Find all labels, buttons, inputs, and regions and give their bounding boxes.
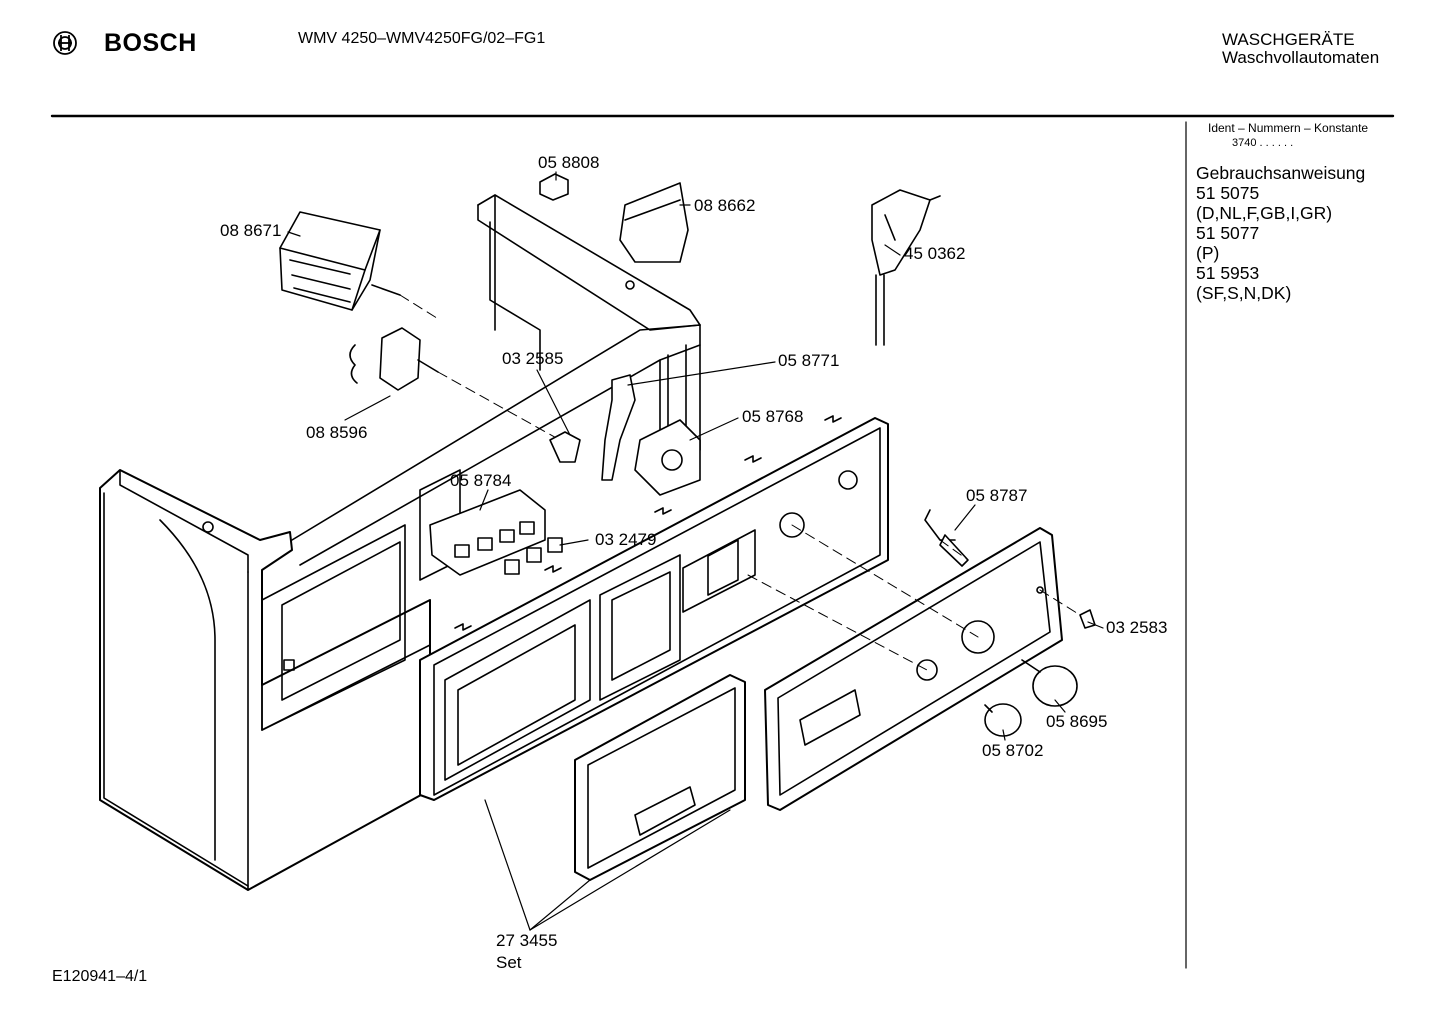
part-label: 05 8695 <box>1046 712 1108 731</box>
front-knobs <box>984 609 1096 737</box>
part-label: 05 8771 <box>778 351 840 370</box>
category-line-1: WASCHGERÄTE <box>1222 30 1355 49</box>
switch-block <box>619 182 689 263</box>
sidebar-line: (P) <box>1196 243 1220 263</box>
category-line-2: Waschvollautomaten <box>1222 48 1380 67</box>
mains-plug <box>871 189 941 346</box>
ident-heading: Ident – Nummern – Konstante <box>1208 121 1369 135</box>
fascia-panel <box>764 527 1063 811</box>
part-label: 27 3455 <box>496 931 558 950</box>
part-label: 45 0362 <box>904 244 966 263</box>
part-label: 05 8768 <box>742 407 804 426</box>
part-label: 03 2479 <box>595 530 657 549</box>
programme-timer <box>279 211 441 321</box>
front-panel-frame <box>419 415 889 801</box>
small-knob <box>539 173 569 201</box>
lever-assembly <box>549 374 701 496</box>
drawing-number: E120941–4/1 <box>52 968 148 985</box>
part-label: 05 8784 <box>450 471 512 490</box>
model-number: WMV 4250–WMV4250FG/02–FG1 <box>298 30 546 47</box>
part-label: 03 2583 <box>1106 618 1168 637</box>
part-label: 08 8662 <box>694 196 756 215</box>
part-label: 05 8808 <box>538 153 600 172</box>
sidebar-line: Gebrauchsanweisung <box>1196 163 1366 183</box>
brand-name: BOSCH <box>104 29 197 57</box>
electronic-module <box>429 489 563 576</box>
sidebar-line: 51 5077 <box>1196 223 1260 243</box>
part-label: 08 8596 <box>306 423 368 442</box>
part-label: 05 8702 <box>982 741 1044 760</box>
ident-value: 3740 . . . . . . <box>1232 137 1294 149</box>
temperature-selector <box>349 327 561 441</box>
part-label: 03 2585 <box>502 349 564 368</box>
sidebar-line: 51 5953 <box>1196 263 1260 283</box>
sidebar-line: (SF,S,N,DK) <box>1196 283 1292 303</box>
sidebar-line: 51 5075 <box>1196 183 1260 203</box>
bosch-logo <box>52 30 78 56</box>
indicator-lamp <box>924 509 969 567</box>
part-label: Set <box>496 953 522 972</box>
sidebar-line: (D,NL,F,GB,I,GR) <box>1196 203 1333 223</box>
part-label: 05 8787 <box>966 486 1028 505</box>
panel-housing <box>99 194 701 891</box>
bosch-armature-icon <box>53 31 77 55</box>
part-label: 08 8671 <box>220 221 282 240</box>
dispenser-drawer <box>574 674 746 881</box>
